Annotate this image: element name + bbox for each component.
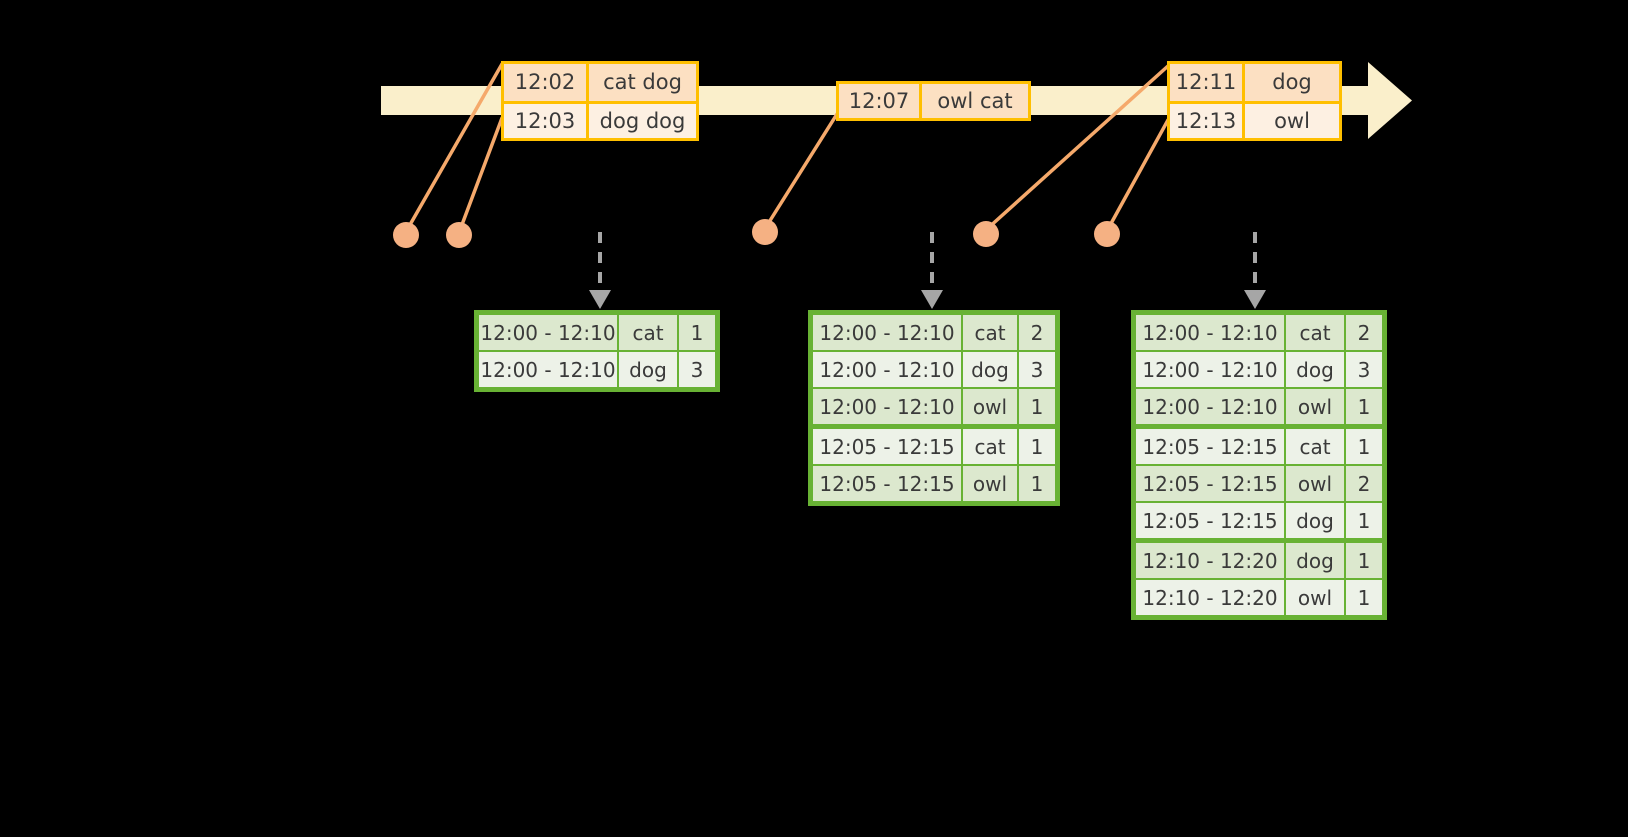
table-row[interactable]: 12:05 - 12:15 owl 2 <box>1136 466 1382 501</box>
result-table-1[interactable]: 12:00 - 12:10 cat 1 12:00 - 12:10 dog 3 <box>474 310 720 392</box>
connector-line-3 <box>764 112 839 229</box>
event-dot-4 <box>973 221 999 247</box>
word-cell: cat <box>963 315 1017 350</box>
table-row[interactable]: 12:00 - 12:10 dog 3 <box>479 352 715 387</box>
count-cell: 2 <box>1346 466 1382 501</box>
window-cell: 12:00 - 12:10 <box>813 315 961 350</box>
event-row[interactable]: 12:03 dog dog <box>504 100 696 138</box>
word-cell: owl <box>1286 389 1344 424</box>
window-cell: 12:05 - 12:15 <box>1136 466 1284 501</box>
count-cell: 1 <box>1346 429 1382 464</box>
event-time: 12:02 <box>504 64 589 101</box>
table-row[interactable]: 12:00 - 12:10 cat 1 <box>479 315 715 350</box>
word-cell: owl <box>1286 466 1344 501</box>
event-time: 12:07 <box>839 84 922 118</box>
window-cell: 12:10 - 12:20 <box>1136 580 1284 615</box>
table-row[interactable]: 12:05 - 12:15 cat 1 <box>1136 429 1382 464</box>
count-cell: 1 <box>1019 429 1055 464</box>
event-dot-5 <box>1094 221 1120 247</box>
table-row[interactable]: 12:00 - 12:10 owl 1 <box>1136 389 1382 424</box>
count-cell: 1 <box>1019 389 1055 424</box>
event-dot-3 <box>752 219 778 245</box>
event-row[interactable]: 12:02 cat dog <box>504 64 696 101</box>
result-table-3[interactable]: 12:00 - 12:10 cat 2 12:00 - 12:10 dog 3 … <box>1131 310 1387 620</box>
connector-line-1 <box>405 62 504 232</box>
word-cell: cat <box>619 315 677 350</box>
connector-line-2 <box>458 116 504 232</box>
word-cell: cat <box>1286 429 1344 464</box>
word-cell: cat <box>1286 315 1344 350</box>
table-row[interactable]: 12:05 - 12:15 dog 1 <box>1136 503 1382 538</box>
count-cell: 1 <box>1346 543 1382 578</box>
count-cell: 1 <box>1346 503 1382 538</box>
window-cell: 12:05 - 12:15 <box>813 466 961 501</box>
table-row[interactable]: 12:00 - 12:10 owl 1 <box>813 389 1055 424</box>
count-cell: 2 <box>1346 315 1382 350</box>
word-cell: cat <box>963 429 1017 464</box>
event-time: 12:03 <box>504 103 589 138</box>
word-cell: dog <box>1286 503 1344 538</box>
table-row[interactable]: 12:10 - 12:20 owl 1 <box>1136 580 1382 615</box>
window-cell: 12:00 - 12:10 <box>1136 389 1284 424</box>
count-cell: 1 <box>1346 580 1382 615</box>
event-row[interactable]: 12:11 dog <box>1170 64 1339 101</box>
word-cell: dog <box>1286 543 1344 578</box>
window-cell: 12:00 - 12:10 <box>479 315 617 350</box>
event-words: owl cat <box>922 84 1028 118</box>
word-cell: dog <box>1286 352 1344 387</box>
emit-arrow-1 <box>589 232 611 309</box>
event-words: cat dog <box>589 64 696 101</box>
window-cell: 12:05 - 12:15 <box>1136 429 1284 464</box>
window-cell: 12:05 - 12:15 <box>1136 503 1284 538</box>
table-row[interactable]: 12:00 - 12:10 cat 2 <box>1136 315 1382 350</box>
event-dots <box>393 219 1120 248</box>
emit-arrow-2 <box>921 232 943 309</box>
event-dot-1 <box>393 222 419 248</box>
event-group-3[interactable]: 12:11 dog 12:13 owl <box>1167 61 1342 141</box>
count-cell: 1 <box>1346 389 1382 424</box>
event-group-1[interactable]: 12:02 cat dog 12:03 dog dog <box>501 61 699 141</box>
table-row[interactable]: 12:00 - 12:10 dog 3 <box>1136 352 1382 387</box>
window-cell: 12:00 - 12:10 <box>813 352 961 387</box>
table-row[interactable]: 12:00 - 12:10 cat 2 <box>813 315 1055 350</box>
event-row[interactable]: 12:13 owl <box>1170 100 1339 138</box>
event-time: 12:11 <box>1170 64 1245 101</box>
window-cell: 12:00 - 12:10 <box>479 352 617 387</box>
count-cell: 3 <box>1346 352 1382 387</box>
table-row[interactable]: 12:10 - 12:20 dog 1 <box>1136 543 1382 578</box>
window-cell: 12:00 - 12:10 <box>1136 352 1284 387</box>
count-cell: 3 <box>1019 352 1055 387</box>
word-cell: dog <box>963 352 1017 387</box>
result-table-2[interactable]: 12:00 - 12:10 cat 2 12:00 - 12:10 dog 3 … <box>808 310 1060 506</box>
count-cell: 1 <box>1019 466 1055 501</box>
event-row[interactable]: 12:07 owl cat <box>839 84 1028 118</box>
event-group-2[interactable]: 12:07 owl cat <box>836 81 1031 121</box>
window-cell: 12:05 - 12:15 <box>813 429 961 464</box>
connector-line-5 <box>1106 118 1170 231</box>
word-cell: owl <box>963 389 1017 424</box>
emit-arrow-3 <box>1244 232 1266 309</box>
event-dot-2 <box>446 222 472 248</box>
event-words: owl <box>1245 103 1339 138</box>
count-cell: 1 <box>679 315 715 350</box>
word-cell: owl <box>1286 580 1344 615</box>
event-words: dog <box>1245 64 1339 101</box>
word-cell: dog <box>619 352 677 387</box>
window-cell: 12:10 - 12:20 <box>1136 543 1284 578</box>
count-cell: 2 <box>1019 315 1055 350</box>
table-row[interactable]: 12:05 - 12:15 cat 1 <box>813 429 1055 464</box>
table-row[interactable]: 12:05 - 12:15 owl 1 <box>813 466 1055 501</box>
count-cell: 3 <box>679 352 715 387</box>
event-time: 12:13 <box>1170 103 1245 138</box>
emit-arrows <box>589 232 1266 309</box>
event-words: dog dog <box>589 103 696 138</box>
window-cell: 12:00 - 12:10 <box>813 389 961 424</box>
word-cell: owl <box>963 466 1017 501</box>
window-cell: 12:00 - 12:10 <box>1136 315 1284 350</box>
table-row[interactable]: 12:00 - 12:10 dog 3 <box>813 352 1055 387</box>
